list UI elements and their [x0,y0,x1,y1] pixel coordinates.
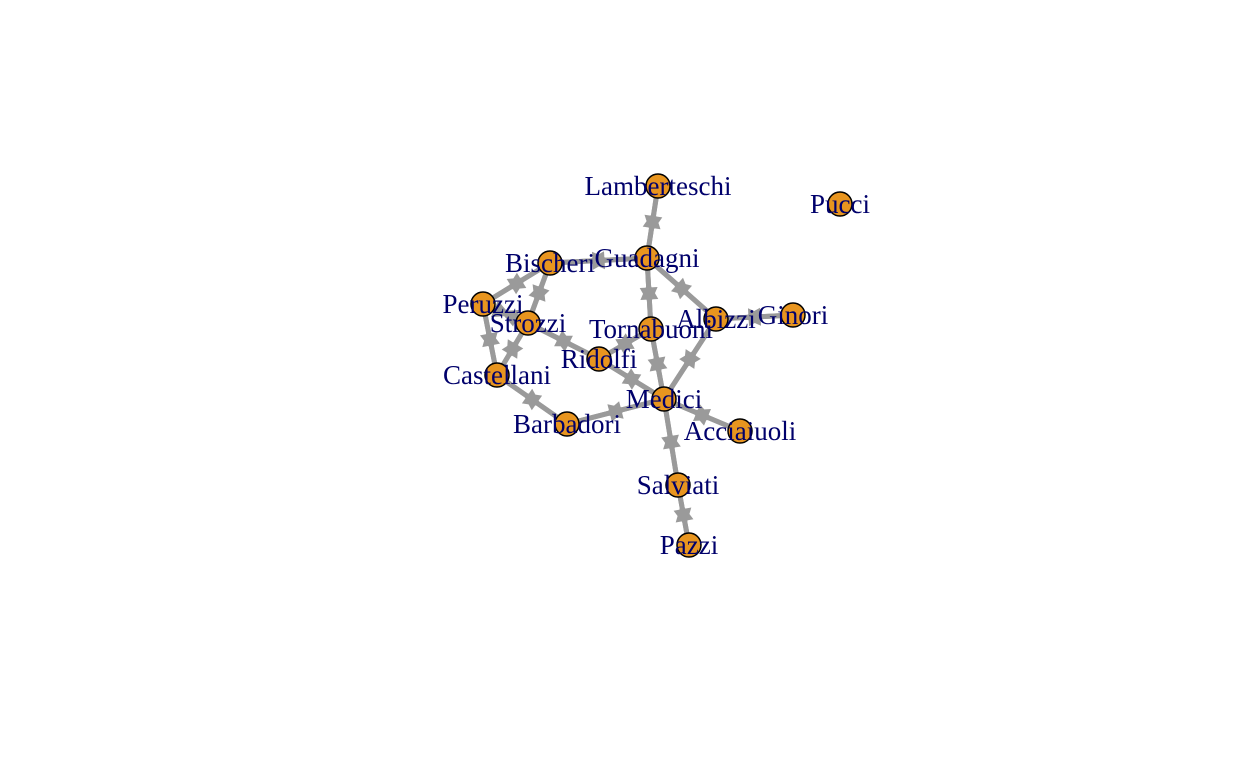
arrowhead-tornabuoni-ridolfi [614,333,635,350]
node-label-barbadori: Barbadori [513,409,621,439]
node-label-lamberteschi: Lamberteschi [585,171,732,201]
node-strozzi[interactable] [515,310,541,336]
arrowhead-barbadori-castellani [522,392,543,411]
node-label-bischeri: Bischeri [505,248,595,278]
arrowhead-albizzi-guadagni [672,280,692,300]
node-acciaiuoli[interactable] [727,418,753,444]
node-label-tornabuoni: Tornabuoni [589,314,713,344]
node-bischeri[interactable] [537,250,563,276]
node-label-medici: Medici [626,384,702,414]
node-label-acciaiuoli: Acciaiuoli [684,416,796,446]
node-peruzzi[interactable] [470,291,496,317]
arrowhead-medici-tornabuoni [649,352,668,372]
node-label-pazzi: Pazzi [660,530,718,560]
node-label-castellani: Castellani [443,360,551,390]
node-label-pucci: Pucci [810,189,870,219]
node-label-guadagni: Guadagni [595,243,700,273]
node-pucci[interactable] [827,191,853,217]
node-label-ginori: Ginori [758,300,829,330]
arrowhead-strozzi-peruzzi [500,309,521,327]
arrowhead-castellani-strozzi [501,338,519,359]
node-label-peruzzi: Peruzzi [443,289,524,319]
node-label-salviati: Salviati [637,470,720,500]
arrowhead-tornabuoni-guadagni [640,281,659,300]
node-lamberteschi[interactable] [645,173,671,199]
node-albizzi[interactable] [703,306,729,332]
arrowhead-castellani-peruzzi [482,327,500,348]
node-pazzi[interactable] [676,532,702,558]
node-ginori[interactable] [780,302,806,328]
arrowhead-medici-ridolfi [621,372,642,390]
edge-layer [480,185,794,546]
node-salviati[interactable] [665,472,691,498]
arrowhead-pazzi-salviati [675,503,694,523]
arrowhead-medici-albizzi [679,348,697,369]
node-ridolfi[interactable] [586,346,612,372]
node-label-strozzi: Strozzi [490,308,566,338]
arrowhead-peruzzi-bischeri [506,277,527,295]
arrowhead-medici-barbadori [603,401,624,419]
arrowhead-ginori-albizzi [742,307,761,326]
node-layer [470,173,853,558]
arrowhead-guadagni-bischeri [586,251,605,270]
node-tornabuoni[interactable] [638,316,664,342]
node-label-albizzi: Albizzi [676,304,755,334]
arrowhead-salviati-medici [663,430,681,450]
arrowhead-lamberteschi-guadagni [644,214,663,234]
node-barbadori[interactable] [554,411,580,437]
arrowhead-medici-acciaiuoli [693,404,714,421]
node-guadagni[interactable] [634,245,660,271]
node-medici[interactable] [651,386,677,412]
arrowhead-ridolfi-strozzi [552,335,573,352]
label-layer: LamberteschiPucciGuadagniBischeriPeruzzi… [443,171,870,560]
node-castellani[interactable] [484,362,510,388]
node-label-ridolfi: Ridolfi [561,344,638,374]
arrowhead-strozzi-bischeri [528,281,546,302]
